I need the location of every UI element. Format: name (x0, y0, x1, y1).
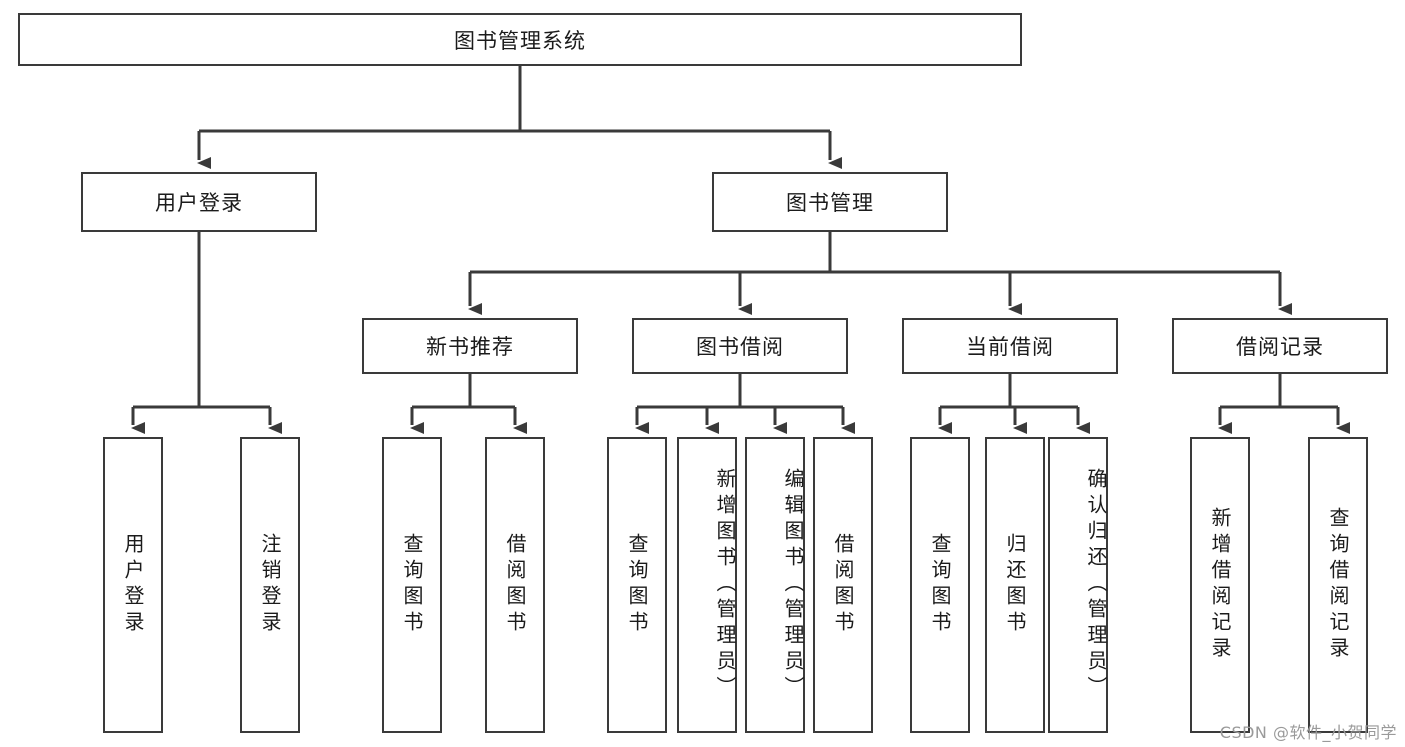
leaf-edit-book[interactable]: 编辑图书（管理员） (745, 437, 805, 733)
node-book-borrow[interactable]: 图书借阅 (632, 318, 848, 374)
leaf-add-book[interactable]: 新增图书（管理员） (677, 437, 737, 733)
leaf-borrow-book-1[interactable]: 借阅图书 (485, 437, 545, 733)
node-root[interactable]: 图书管理系统 (18, 13, 1022, 66)
node-book-manage[interactable]: 图书管理 (712, 172, 948, 232)
leaf-user-logout[interactable]: 注销登录 (240, 437, 300, 733)
csdn-watermark: CSDN @软件_小贺同学 (1219, 723, 1397, 742)
leaf-query-book-3[interactable]: 查询图书 (910, 437, 970, 733)
node-borrow-record[interactable]: 借阅记录 (1172, 318, 1388, 374)
leaf-user-login[interactable]: 用户登录 (103, 437, 163, 733)
leaf-confirm-return[interactable]: 确认归还（管理员） (1048, 437, 1108, 733)
leaf-query-record[interactable]: 查询借阅记录 (1308, 437, 1368, 733)
leaf-borrow-book-2[interactable]: 借阅图书 (813, 437, 873, 733)
leaf-return-book[interactable]: 归还图书 (985, 437, 1045, 733)
node-user-login[interactable]: 用户登录 (81, 172, 317, 232)
leaf-query-book-2[interactable]: 查询图书 (607, 437, 667, 733)
node-new-book-recommend[interactable]: 新书推荐 (362, 318, 578, 374)
leaf-add-record[interactable]: 新增借阅记录 (1190, 437, 1250, 733)
node-current-borrow[interactable]: 当前借阅 (902, 318, 1118, 374)
leaf-query-book-1[interactable]: 查询图书 (382, 437, 442, 733)
